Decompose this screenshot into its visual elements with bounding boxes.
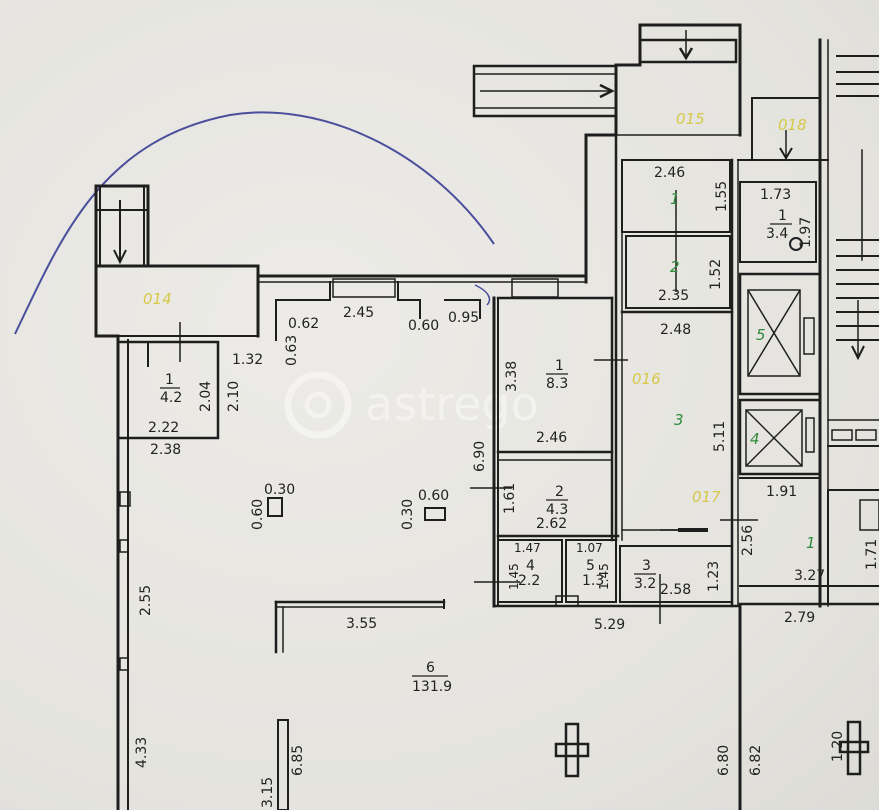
room-label-4-3: 2 4.3 (546, 484, 568, 518)
dim-1-32: 1.32 (232, 352, 263, 368)
room-label-3-4: 1 3.4 (766, 208, 803, 251)
elevator-shafts (745, 289, 877, 467)
dim-0-62: 0.62 (288, 316, 319, 332)
stair-right (779, 55, 879, 361)
zone-label-017: 017 (692, 488, 721, 506)
pen-arc (14, 111, 495, 335)
dim-0-30b: 0.30 (400, 499, 416, 530)
drain-icon (789, 237, 803, 251)
walls (94, 23, 879, 810)
dim-1-52: 1.52 (708, 259, 724, 290)
dim-2-56: 2.56 (740, 525, 756, 556)
dim-0-63: 0.63 (284, 335, 300, 366)
pen-mark (474, 284, 491, 306)
dim-2-46: 2.46 (536, 430, 567, 446)
dim-1-47: 1.47 (514, 541, 541, 555)
dim-1-20: 1.20 (830, 731, 846, 762)
green-room-1: 1 (670, 190, 680, 208)
svg-text:1: 1 (555, 358, 564, 374)
green-room-2: 2 (670, 258, 680, 276)
dim-3-55: 3.55 (346, 616, 377, 632)
dim-5-11: 5.11 (712, 421, 728, 452)
dim-2-10: 2.10 (226, 381, 242, 412)
dim-1-73: 1.73 (760, 187, 791, 203)
svg-text:5: 5 (586, 558, 595, 574)
dim-ticks (179, 190, 758, 624)
room-label-1-3: 5 1.3 (582, 558, 604, 589)
watermark: astrego (284, 371, 539, 439)
green-room-1b: 1 (806, 534, 816, 552)
dim-6-90: 6.90 (472, 441, 488, 472)
dim-1-71: 1.71 (864, 539, 879, 570)
watermark-gear-icon (284, 371, 352, 439)
svg-text:6: 6 (426, 660, 435, 676)
dim-2-45: 2.45 (343, 305, 374, 321)
dim-2-48: 2.48 (660, 322, 691, 338)
stair-left (96, 186, 148, 266)
zone-label-015: 015 (676, 110, 705, 128)
dim-1-45: 1.45 (507, 563, 521, 590)
dim-0-30a: 0.30 (264, 482, 295, 498)
svg-text:2: 2 (555, 484, 564, 500)
room-label-2-2: 4 2.2 (518, 558, 540, 589)
dim-2-62: 2.62 (536, 516, 567, 532)
dimensions-horizontal: 2.45 0.60 0.95 0.62 1.32 2.22 2.38 0.30 … (148, 165, 825, 633)
svg-text:2.2: 2.2 (518, 573, 540, 589)
dim-6-85: 6.85 (290, 745, 306, 776)
watermark-text: astrego (365, 377, 539, 431)
dim-1-45b: 1.45 (597, 563, 611, 590)
dim-2-46-top: 2.46 (654, 165, 685, 181)
dim-0-60a: 0.60 (250, 499, 266, 530)
room-label-4-2: 1 4.2 (160, 372, 182, 406)
dim-0-60b: 0.60 (418, 488, 449, 504)
svg-text:1: 1 (778, 208, 787, 224)
svg-text:1: 1 (165, 372, 174, 388)
dim-1-61: 1.61 (502, 483, 518, 514)
dim-0-95: 0.95 (448, 310, 479, 326)
dim-3-27: 3.27 (794, 568, 825, 584)
dim-5-29: 5.29 (594, 617, 625, 633)
dim-6-82: 6.82 (748, 745, 764, 776)
room-label-8-3: 1 8.3 (546, 358, 568, 392)
svg-text:131.9: 131.9 (412, 679, 452, 695)
dim-2-58: 2.58 (660, 582, 691, 598)
zone-label-016: 016 (632, 370, 661, 388)
svg-text:3.2: 3.2 (634, 576, 656, 592)
stair-top (472, 30, 738, 118)
svg-text:1.3: 1.3 (582, 573, 604, 589)
dimensions-vertical: 0.63 2.04 2.10 0.60 0.30 2.55 4.33 3.15 … (134, 181, 879, 808)
dim-1-55: 1.55 (714, 181, 730, 212)
svg-text:3.4: 3.4 (766, 226, 788, 242)
dim-3-15: 3.15 (260, 777, 276, 808)
green-room-5: 5 (756, 326, 766, 344)
svg-text:4: 4 (526, 558, 535, 574)
svg-text:3: 3 (642, 558, 651, 574)
zone-label-014: 014 (143, 290, 172, 308)
dim-6-80: 6.80 (716, 745, 732, 776)
dim-0-60: 0.60 (408, 318, 439, 334)
svg-text:8.3: 8.3 (546, 376, 568, 392)
dim-2-38: 2.38 (150, 442, 181, 458)
dim-1-91: 1.91 (766, 484, 797, 500)
dim-1-23: 1.23 (706, 561, 722, 592)
hall-columns (554, 720, 870, 778)
svg-text:4.3: 4.3 (546, 502, 568, 518)
green-room-4: 4 (750, 430, 760, 448)
dim-2-04: 2.04 (198, 381, 214, 412)
green-room-3: 3 (674, 411, 684, 429)
dim-1-97: 1.97 (798, 217, 814, 248)
svg-text:4.2: 4.2 (160, 390, 182, 406)
dim-2-55: 2.55 (138, 585, 154, 616)
dim-2-22: 2.22 (148, 420, 179, 436)
room-label-131-9: 6 131.9 (412, 660, 452, 695)
dim-2-35: 2.35 (658, 288, 689, 304)
dim-4-33: 4.33 (134, 737, 150, 768)
dim-3-38: 3.38 (504, 361, 520, 392)
room-label-3-2: 3 3.2 (634, 558, 656, 592)
zone-label-018: 018 (778, 116, 807, 134)
dim-1-07: 1.07 (576, 541, 603, 555)
dim-2-79: 2.79 (784, 610, 815, 626)
